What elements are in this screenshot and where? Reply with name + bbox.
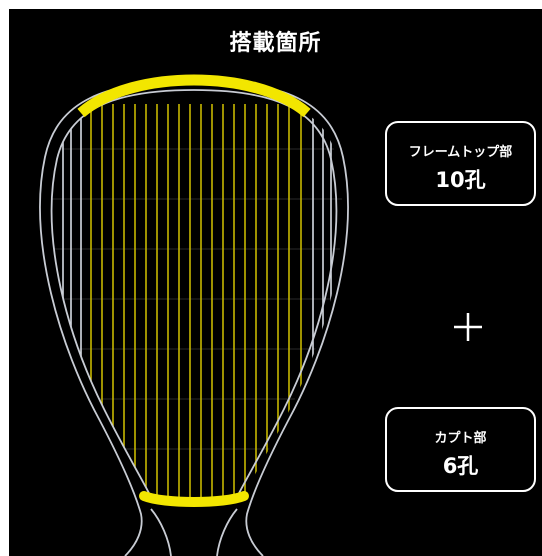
throat-highlight — [139, 491, 249, 507]
illustration-panel: 搭載箇所 — [9, 9, 542, 556]
throat-count: 6孔 — [442, 454, 479, 478]
page-title: 搭載箇所 — [229, 31, 322, 56]
racket-head-illustration — [39, 74, 349, 556]
main-strings-outer — [62, 104, 332, 497]
frame-top-label-box: フレームトップ部 10孔 — [385, 121, 536, 206]
throat-label: カプト部 — [434, 431, 487, 446]
cross-strings — [51, 148, 343, 450]
plus-icon — [454, 313, 482, 341]
throat-label-box: カプト部 6孔 — [385, 407, 536, 492]
frame-top-highlight — [77, 74, 311, 118]
frame-top-count: 10孔 — [435, 168, 486, 192]
main-strings-yellow — [90, 104, 302, 497]
frame-top-label: フレームトップ部 — [408, 145, 513, 160]
